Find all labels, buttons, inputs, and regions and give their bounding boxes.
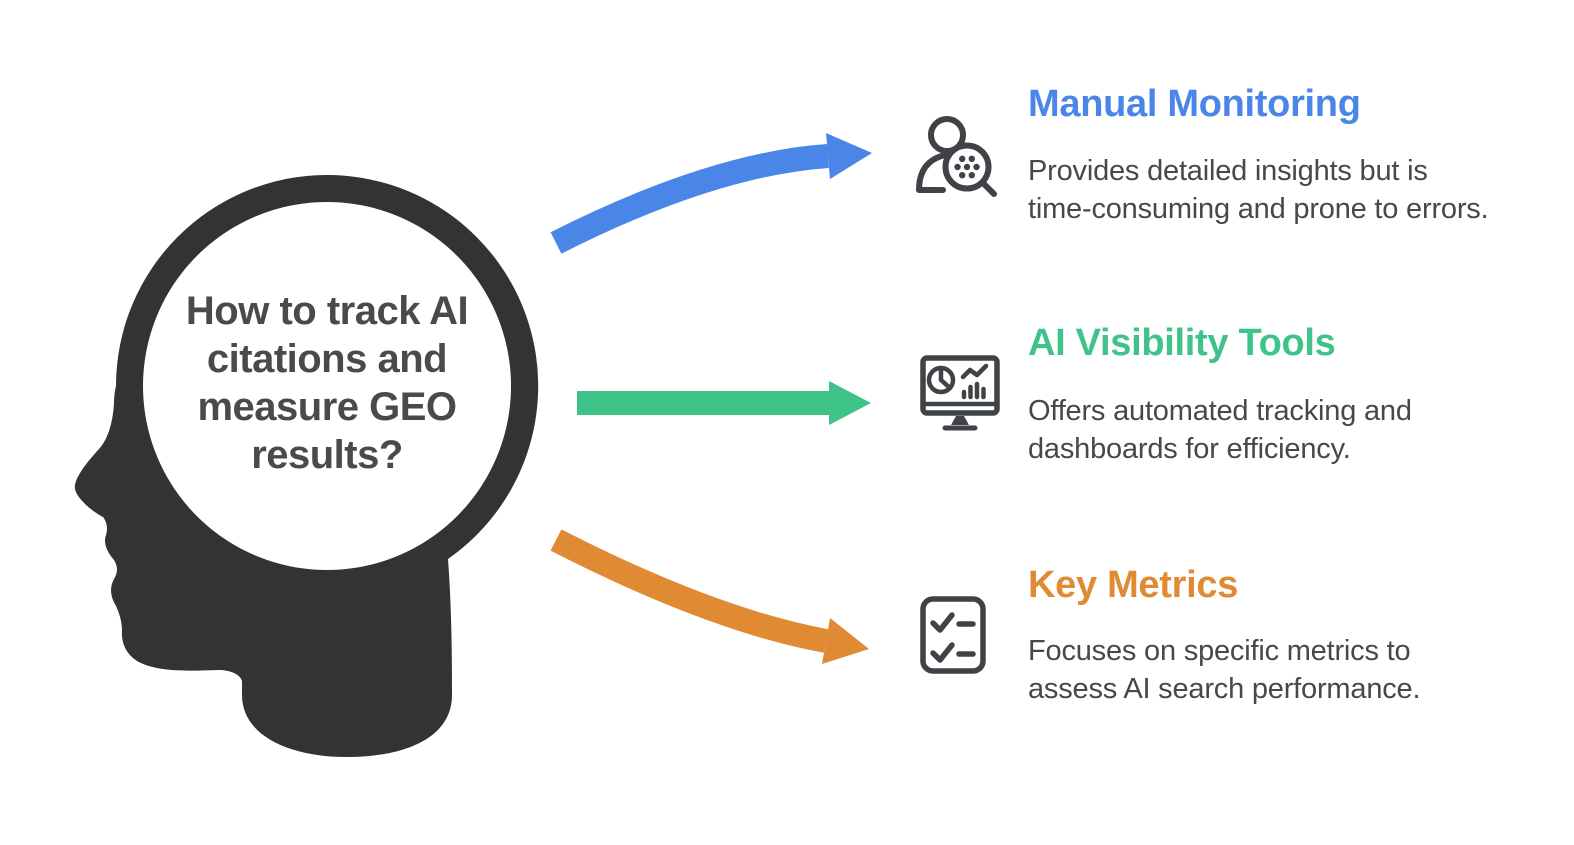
section-description: Offers automated tracking and dashboards… bbox=[1028, 392, 1412, 468]
section-description-line: time-consuming and prone to errors. bbox=[1028, 193, 1489, 225]
section-key-metrics: Key Metrics Focuses on specific metrics … bbox=[913, 555, 1563, 785]
section-ai-visibility-tools: AI Visibility Tools Offers automated tra… bbox=[913, 315, 1563, 545]
section-description-line: Provides detailed insights but is bbox=[1028, 155, 1428, 187]
arrow-manual-monitoring bbox=[550, 133, 872, 254]
head-question-line: measure GEO bbox=[197, 385, 457, 429]
checklist-icon bbox=[920, 596, 986, 674]
arrow-key-metrics bbox=[550, 529, 869, 664]
arrow-key-metrics-body bbox=[550, 529, 829, 653]
section-manual-monitoring: Manual Monitoring Provides detailed insi… bbox=[913, 75, 1563, 305]
section-description: Provides detailed insights but is time-c… bbox=[1028, 152, 1489, 228]
dashboard-monitor-icon bbox=[920, 355, 1000, 431]
section-description-line: Focuses on specific metrics to bbox=[1028, 635, 1411, 667]
section-description-line: dashboards for efficiency. bbox=[1028, 433, 1351, 465]
person-magnifier-icon bbox=[916, 116, 997, 197]
section-title: Manual Monitoring bbox=[1028, 83, 1361, 125]
arrow-key-metrics-head bbox=[822, 618, 869, 664]
head-question-line: How to track AI bbox=[185, 289, 469, 333]
section-title: AI Visibility Tools bbox=[1028, 322, 1336, 364]
head-silhouette bbox=[74, 174, 539, 758]
section-description: Focuses on specific metrics to assess AI… bbox=[1028, 632, 1421, 708]
arrow-manual-monitoring-body bbox=[550, 144, 829, 254]
arrow-ai-visibility-tools-head bbox=[829, 381, 871, 425]
head-question-line: citations and bbox=[206, 337, 448, 381]
section-title: Key Metrics bbox=[1028, 564, 1239, 606]
head-question: How to track AI citations and measure GE… bbox=[167, 287, 487, 479]
section-description-line: Offers automated tracking and bbox=[1028, 395, 1412, 427]
head-question-line: results? bbox=[251, 433, 403, 477]
section-description-line: assess AI search performance. bbox=[1028, 673, 1421, 705]
arrow-ai-visibility-tools bbox=[577, 381, 871, 425]
arrow-manual-monitoring-head bbox=[826, 133, 872, 179]
